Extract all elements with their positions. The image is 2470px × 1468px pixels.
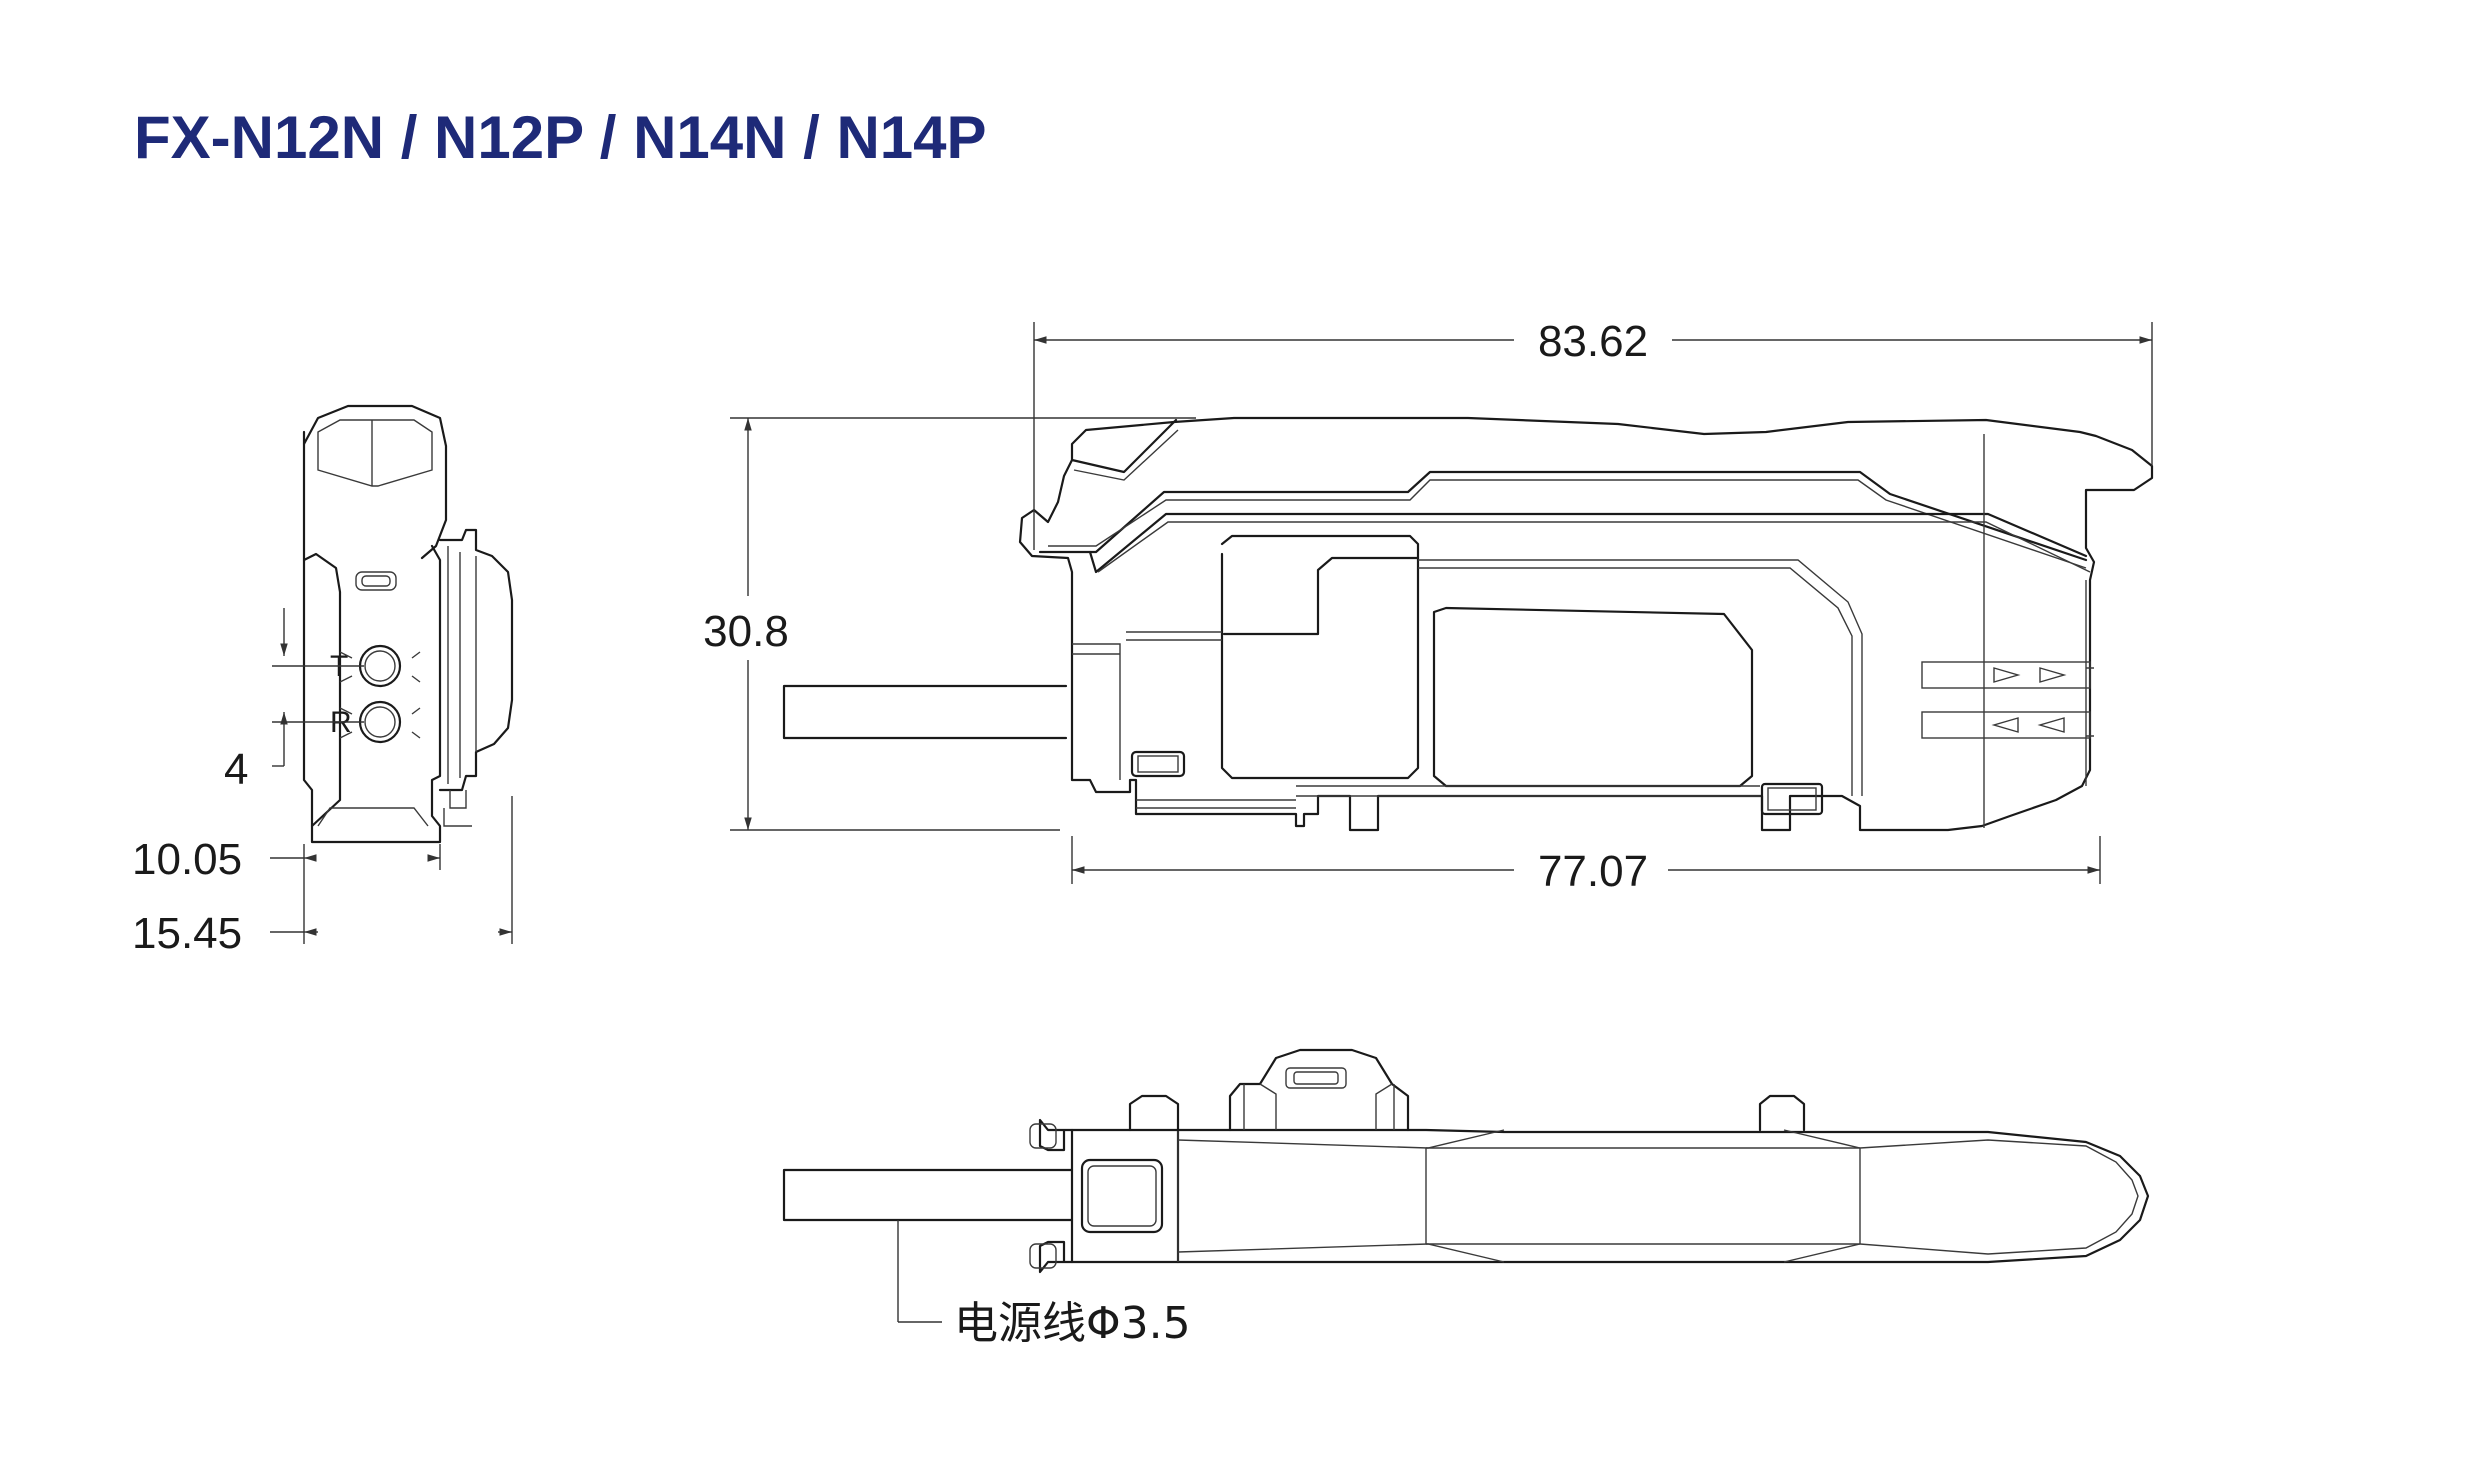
- front-view: T R: [302, 404, 514, 844]
- side-view-dimensions: 83.62 30.8 77.07: [703, 317, 2153, 896]
- dim-height: 30.8: [703, 607, 789, 656]
- top-view: [782, 1048, 2150, 1274]
- dim-body-width: 10.05: [132, 835, 242, 884]
- cable-callout: 电源线Φ3.5: [897, 1220, 1191, 1349]
- dim-port-pitch: 4: [224, 745, 248, 794]
- dim-overall-length: 83.62: [1538, 317, 1648, 366]
- dim-overall-width: 15.45: [132, 909, 242, 958]
- page-title: FX-N12N / N12P / N14N / N14P: [134, 104, 987, 171]
- dim-body-length: 77.07: [1538, 847, 1648, 896]
- cable-label: 电源线Φ3.5: [954, 1298, 1191, 1349]
- front-view-dimensions: 4 10.05 15.45: [132, 608, 513, 958]
- side-view: [782, 416, 2154, 832]
